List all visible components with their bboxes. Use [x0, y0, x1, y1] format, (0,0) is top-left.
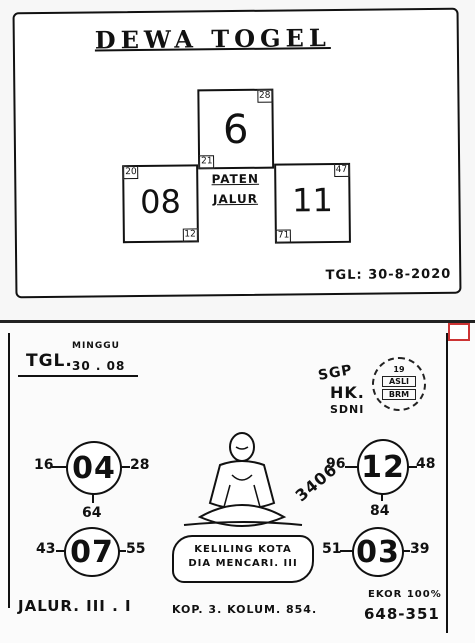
- c2-bottom-line: [381, 491, 383, 501]
- banner-line1: KELILING KOTA: [194, 544, 292, 555]
- stamp-mid: ASLI: [382, 376, 416, 387]
- circle-03-value: 03: [356, 534, 400, 570]
- circle-07: 07: [64, 527, 120, 577]
- paten-jalur-label: PATEN JALUR: [200, 172, 270, 207]
- c1-below: 64: [82, 505, 102, 521]
- sgp-label: SGP: [316, 362, 354, 384]
- left-box: 08 20 12: [122, 164, 199, 244]
- kop-text: KOP. 3. KOLUM. 854.: [172, 603, 318, 616]
- jalur-text: JALUR. III . I: [18, 597, 132, 615]
- left-corner-top-left: 20: [123, 166, 139, 180]
- monk-figure: [183, 432, 303, 527]
- label-paten: PATEN: [211, 171, 260, 187]
- header-underline: [18, 375, 138, 377]
- bottom-card: TGL. MINGGU 30 . 08 SGP HK. SDNI 19 ASLI…: [0, 320, 475, 643]
- c4-right: 39: [410, 541, 430, 557]
- hk-label: HK.: [330, 383, 365, 402]
- c4-left-line: [340, 550, 354, 552]
- c4-right-line: [400, 550, 410, 552]
- c1-right-line: [118, 466, 130, 468]
- top-date: TGL: 30-8-2020: [325, 266, 452, 284]
- top-title: DEWA TOGEL: [94, 23, 331, 55]
- ekor-text: EKOR 100%: [368, 589, 442, 600]
- c2-right-line: [405, 466, 417, 468]
- circle-07-value: 07: [70, 534, 114, 570]
- center-corner-bottom-left: 21: [199, 155, 215, 169]
- stamp-top: 19: [393, 365, 405, 374]
- c2-left: 96: [326, 456, 346, 472]
- c3-left: 43: [36, 541, 56, 557]
- circle-03: 03: [352, 527, 404, 577]
- circle-12: 12: [357, 439, 409, 495]
- ekor-numbers: 648-351: [364, 605, 440, 623]
- c4-left: 51: [322, 541, 342, 557]
- right-box: 11 47 71: [274, 162, 351, 244]
- left-corner-bottom-right: 12: [182, 228, 198, 242]
- top-card: DEWA TOGEL 6 28 21 08 20 12 PATEN JALUR …: [12, 7, 462, 299]
- c1-right: 28: [130, 457, 150, 473]
- c3-right: 55: [126, 541, 146, 557]
- label-jalur: JALUR: [212, 191, 259, 207]
- date-label: 30 . 08: [72, 359, 126, 373]
- frame-right-line: [446, 333, 448, 633]
- c1-bottom-line: [92, 491, 94, 503]
- left-number: 08: [139, 182, 182, 222]
- circle-04-value: 04: [72, 450, 116, 486]
- day-label: MINGGU: [72, 341, 120, 351]
- c2-right: 48: [416, 456, 436, 472]
- tgl-label: TGL.: [26, 351, 73, 371]
- center-corner-top-right: 28: [256, 89, 273, 103]
- banner-line2: DIA MENCARI. III: [188, 558, 298, 569]
- c2-left-line: [345, 466, 359, 468]
- center-number: 6: [222, 106, 249, 154]
- c2-below: 84: [370, 503, 390, 519]
- right-corner-top-right: 47: [333, 163, 350, 177]
- corner-mark: [448, 323, 470, 341]
- right-number: 11: [291, 180, 334, 220]
- c1-left-line: [52, 466, 68, 468]
- frame-left-line: [8, 333, 10, 608]
- stamp-bottom: BRM: [382, 389, 416, 400]
- circle-04: 04: [66, 441, 122, 495]
- sdni-label: SDNI: [330, 403, 365, 416]
- banner: KELILING KOTA DIA MENCARI. III: [172, 535, 314, 583]
- circle-12-value: 12: [361, 449, 405, 485]
- c3-right-line: [116, 550, 126, 552]
- c1-left: 16: [34, 457, 54, 473]
- center-box: 6 28 21: [197, 88, 275, 170]
- right-corner-bottom-left: 71: [275, 229, 292, 243]
- stamp: 19 ASLI BRM: [372, 357, 426, 411]
- c3-left-line: [56, 550, 66, 552]
